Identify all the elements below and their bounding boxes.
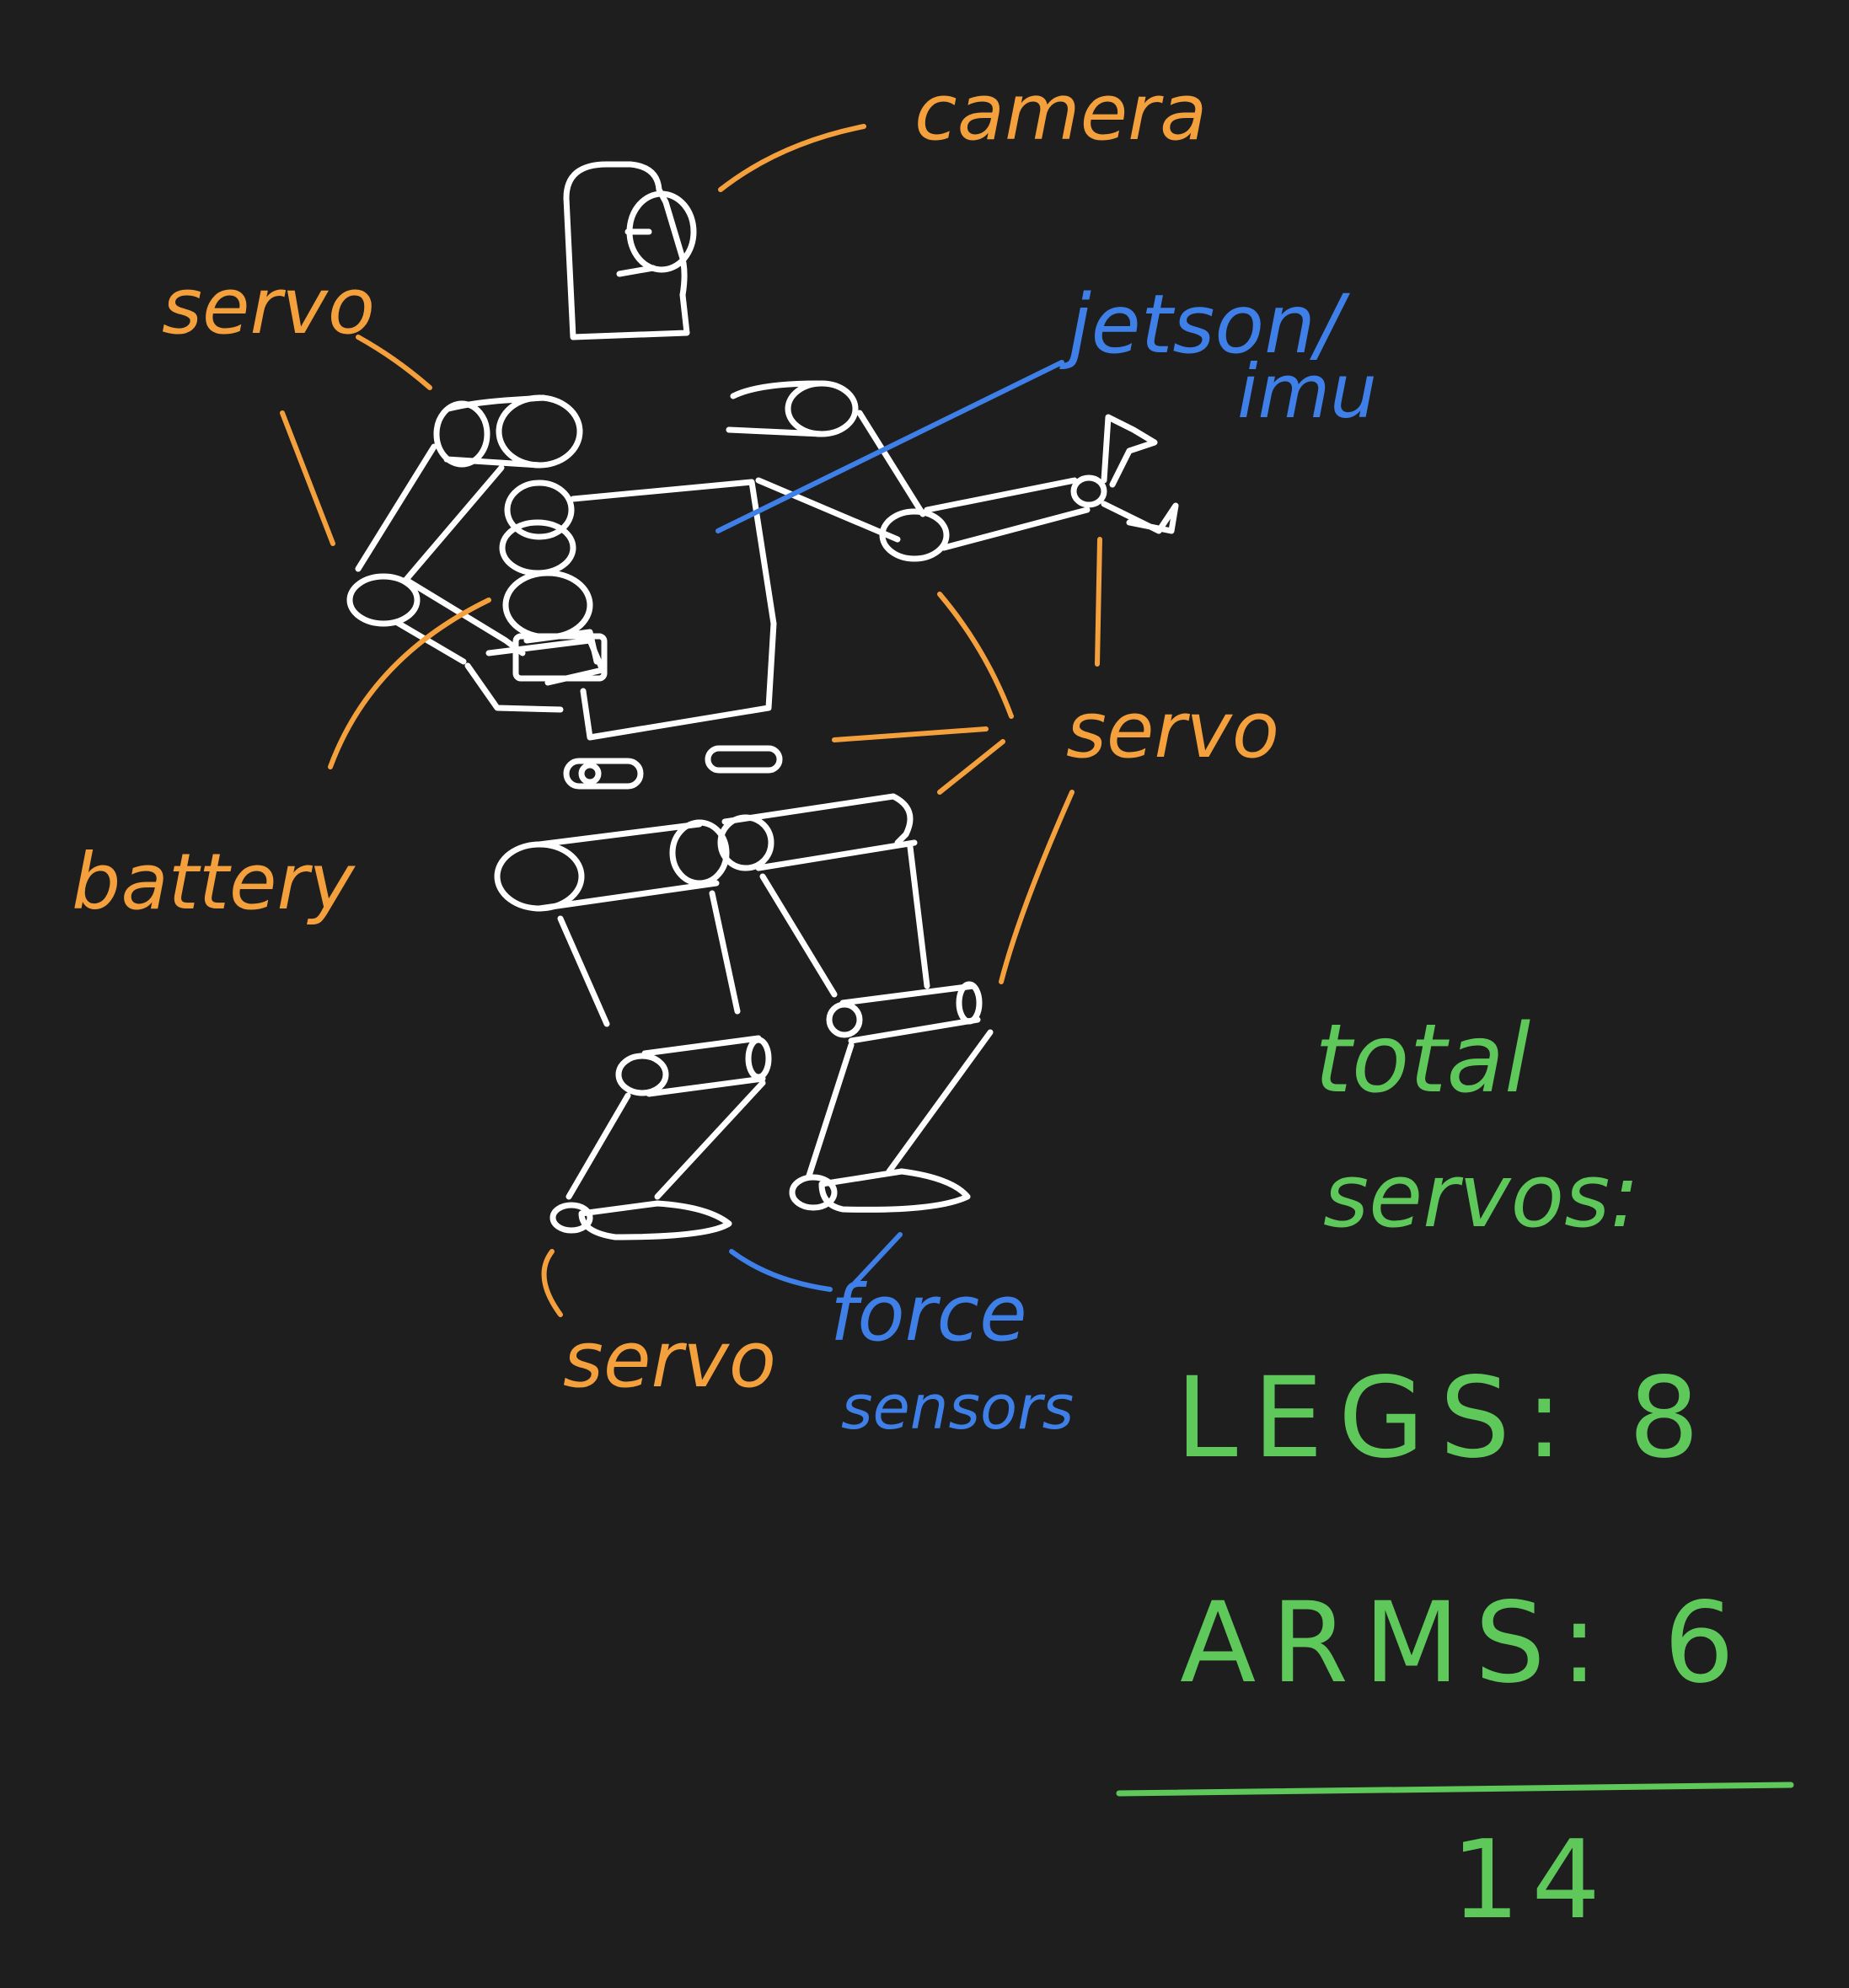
left-knee-servo [619,1056,666,1093]
right-foot [822,1171,967,1209]
servo-top-left-leader-2 [282,413,333,544]
servo-right-leader-1 [940,594,1011,716]
left-upper-arm [358,447,434,569]
legs-count: LEGS: 8 [1176,1353,1714,1483]
battery-cell-2 [502,522,573,573]
left-thigh-servo [497,844,581,908]
right-shoulder-servo [788,383,855,434]
left-shin [569,1096,628,1197]
left-hip-servo [566,761,640,786]
robot-head [566,164,687,337]
imu-label: imu [1237,348,1377,435]
right-upper-arm [860,413,923,514]
servo-right-leader-5 [1001,792,1072,982]
battery-label: battery [72,837,356,927]
servo-totals: total servos: LEGS: 8 ARMS: 6 14 [1119,1005,1791,1943]
robot-figure [350,164,1176,1237]
totals-heading-line1: total [1315,1005,1530,1114]
servo-right-leader-2 [834,729,986,740]
battery-leader [330,600,489,767]
totals-heading-line2: servos: [1323,1144,1639,1247]
servo-right-leader-3 [940,742,1003,792]
right-shin [809,1045,851,1176]
left-thigh [560,919,607,1024]
camera-label: camera [914,67,1207,158]
force-label: force [830,1268,1027,1358]
right-gripper [1104,417,1176,531]
right-forearm [927,480,1075,510]
force-leader-1 [732,1251,830,1289]
servo-right-label: servo [1066,685,1279,775]
totals-sum-rule [1119,1785,1791,1793]
servo-right-leader-4 [1097,539,1100,664]
totals-sum: 14 [1451,1818,1612,1943]
right-thigh [763,876,834,994]
left-foot [581,1203,729,1237]
battery-cell-3 [506,573,590,637]
right-knee-servo [829,1005,860,1035]
servo-bottom-label: servo [563,1315,776,1405]
left-shoulder-servo [499,398,580,465]
sensors-label: sensors [841,1372,1074,1443]
servo-bottom-leader [544,1251,560,1315]
right-hip-servo [708,748,780,770]
right-wrist-servo [1074,478,1104,505]
servo-top-left-label: servo [162,261,375,351]
camera-leader [721,126,864,190]
arms-count: ARMS: 6 [1180,1578,1750,1708]
